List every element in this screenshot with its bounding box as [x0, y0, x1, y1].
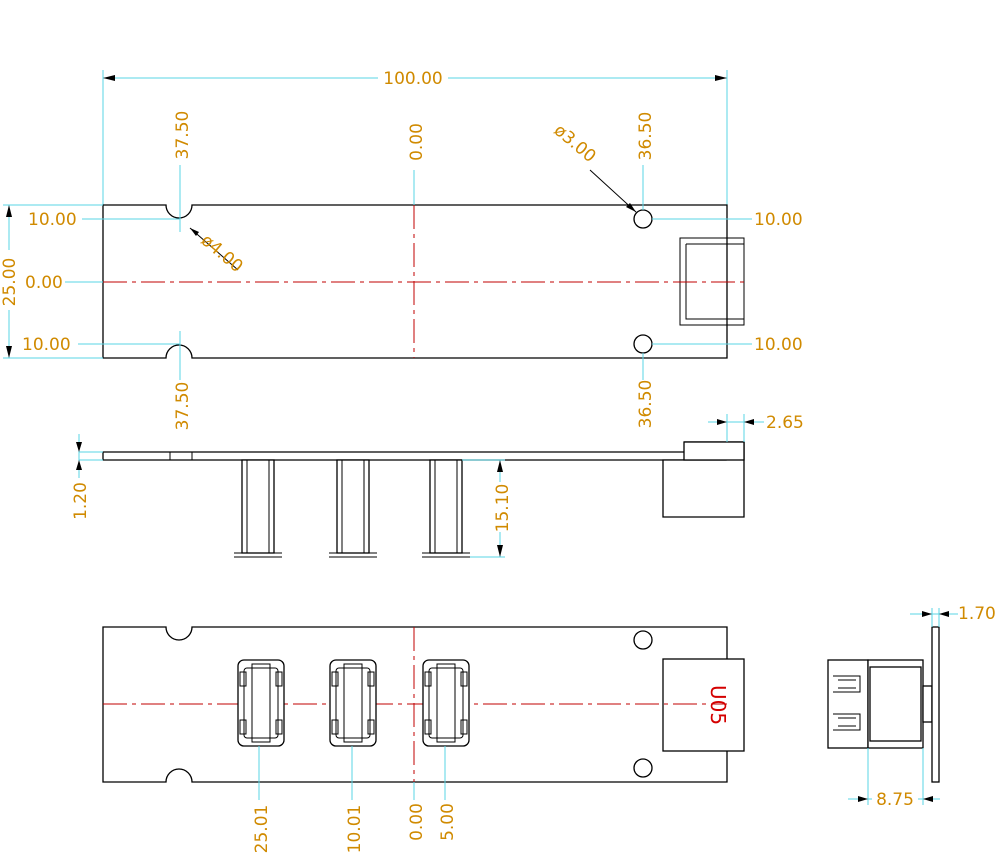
label-mask: [378, 69, 448, 87]
connector-offset-label: 2.65: [766, 413, 804, 433]
usb-port-3: [422, 659, 470, 747]
usb-port-side-2: [329, 459, 377, 558]
end-view: 1.70 8.75: [827, 604, 996, 810]
label-mask: [495, 482, 513, 532]
top-view: 100.00 25.00 10.00 0.00 10.00 37.50 37.5…: [0, 69, 803, 430]
mounting-hole-bottom: [633, 334, 653, 354]
usb-body-inner: [869, 666, 922, 742]
port-x-label-1: 25.01: [252, 805, 272, 854]
arrowhead: [103, 75, 115, 81]
board-side: [102, 451, 727, 461]
arrowhead: [497, 460, 503, 472]
port-x-label-2: 10.01: [345, 805, 365, 854]
usb-tab: [922, 685, 933, 723]
port-x-label-3: 0.00: [407, 803, 427, 841]
usb-port-side-1: [234, 459, 282, 558]
end-board-edge: [931, 626, 940, 783]
arrowhead: [6, 346, 12, 358]
connector-top: [683, 441, 745, 461]
connector-outline-bottom: [662, 658, 745, 752]
port-x-label-4: 5.00: [438, 803, 458, 841]
contact-lines: [838, 679, 856, 727]
arrowhead: [76, 460, 82, 470]
end-width-label: 8.75: [876, 790, 914, 810]
arrowhead: [858, 796, 868, 802]
overall-length-label: 100.00: [383, 69, 442, 89]
connector-label: U05: [706, 685, 730, 725]
mounting-hole-top: [633, 209, 653, 229]
end-thickness-label: 1.70: [958, 604, 996, 624]
arrowhead: [715, 75, 727, 81]
y-bottom-left-label: 10.00: [22, 335, 71, 355]
usb-socket-contacts: [833, 675, 861, 731]
side-view: 1.20 15.10 2.65: [71, 413, 804, 558]
arrowhead: [939, 611, 949, 617]
datum-y-label: 0.00: [25, 273, 63, 293]
hole-diameter-label: ø3.00: [550, 121, 600, 167]
y-top-right-label: 10.00: [754, 210, 803, 230]
arrowhead: [626, 203, 636, 212]
label-mask: [872, 790, 918, 808]
board-thickness-label: 1.20: [71, 482, 91, 520]
arrowhead: [923, 796, 933, 802]
arrowhead: [76, 442, 82, 452]
connector-height-label: 15.10: [493, 484, 513, 533]
arrowhead: [190, 228, 199, 236]
hole-x-top-label: 36.50: [636, 112, 656, 161]
label-mask: [0, 250, 18, 310]
mounting-hole-top-bottom-view: [633, 630, 653, 650]
y-bottom-right-label: 10.00: [754, 335, 803, 355]
bottom-view: 25.01 10.01 0.00 5.00 U05: [102, 626, 745, 854]
usb-socket-face: [827, 659, 869, 749]
mounting-hole-bottom-bottom-view: [633, 758, 653, 778]
arrowhead: [497, 545, 503, 557]
hole-x-bottom-label: 36.50: [636, 380, 656, 429]
notch-x-bottom-label: 37.50: [173, 382, 193, 431]
usb-port-1: [237, 659, 285, 747]
y-top-left-label: 10.00: [28, 210, 77, 230]
overall-width-label: 25.00: [0, 258, 20, 307]
datum-x-label: 0.00: [407, 123, 427, 161]
arrowhead: [717, 419, 727, 425]
usb-port-side-3: [422, 459, 470, 558]
arrowhead: [6, 205, 12, 217]
notch-leader-line: [189, 227, 239, 271]
usb-port-2: [329, 659, 377, 747]
notch-x-top-label: 37.50: [173, 111, 193, 160]
connector-outline-top: [679, 237, 745, 326]
arrowhead: [744, 419, 754, 425]
arrowhead: [922, 611, 932, 617]
